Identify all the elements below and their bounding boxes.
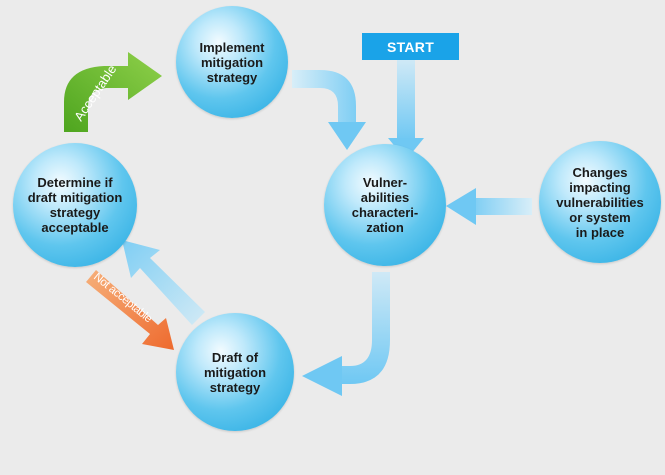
draft-to-determine-arrow xyxy=(122,240,205,325)
node-changes-impacting: Changes impacting vulnerabilities or sys… xyxy=(539,141,661,263)
node-changes-label: Changes impacting vulnerabilities or sys… xyxy=(556,164,644,240)
node-draft-mitigation-strategy: Draft of mitigation strategy xyxy=(176,313,294,431)
start-box: START xyxy=(362,33,459,60)
vulnerabilities-to-draft-arrow xyxy=(302,272,390,396)
start-label: START xyxy=(386,38,435,55)
node-vulnerabilities-characterization: Vulner- abilities characteri- zation xyxy=(324,144,446,266)
implement-to-vulnerabilities-arrow xyxy=(292,70,366,150)
changes-to-vulnerabilities-arrow xyxy=(446,188,532,225)
node-implement-mitigation-strategy: Implement mitigation strategy xyxy=(176,6,288,118)
node-implement-label: Implement mitigation strategy xyxy=(199,39,265,85)
node-draft-label: Draft of mitigation strategy xyxy=(203,349,267,395)
not-acceptable-label: Not acceptable xyxy=(91,271,154,325)
acceptable-arrow: Acceptable xyxy=(64,52,162,132)
node-determine-label: Determine if draft mitigation strategy a… xyxy=(27,175,123,235)
node-vulnerabilities-label: Vulner- abilities characteri- zation xyxy=(351,175,419,235)
node-determine-acceptable: Determine if draft mitigation strategy a… xyxy=(13,143,137,267)
